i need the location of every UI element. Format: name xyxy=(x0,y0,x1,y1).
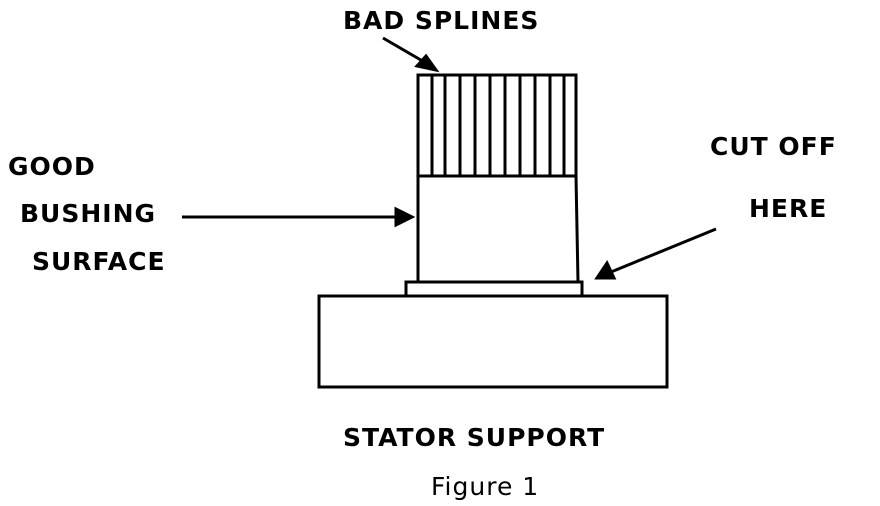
bad-splines-label: BAD SPLINES xyxy=(343,6,540,35)
splined-section xyxy=(416,73,578,176)
cut-off-arrow xyxy=(594,227,717,280)
stator-support-label: STATOR SUPPORT xyxy=(343,423,606,452)
bad-splines-arrow xyxy=(382,36,440,73)
figure-caption: Figure 1 xyxy=(431,472,540,501)
stator-support-base xyxy=(317,294,669,389)
good-label: GOOD xyxy=(8,152,96,181)
shaft-collar xyxy=(404,280,584,298)
spline-lines xyxy=(430,75,566,176)
shaft-body xyxy=(416,174,580,283)
cut-off-label: CUT OFF xyxy=(710,132,837,161)
bushing-label: BUSHING xyxy=(20,199,157,228)
surface-label: SURFACE xyxy=(32,247,166,276)
bushing-surface-arrow xyxy=(182,206,416,228)
here-label: HERE xyxy=(749,194,828,223)
